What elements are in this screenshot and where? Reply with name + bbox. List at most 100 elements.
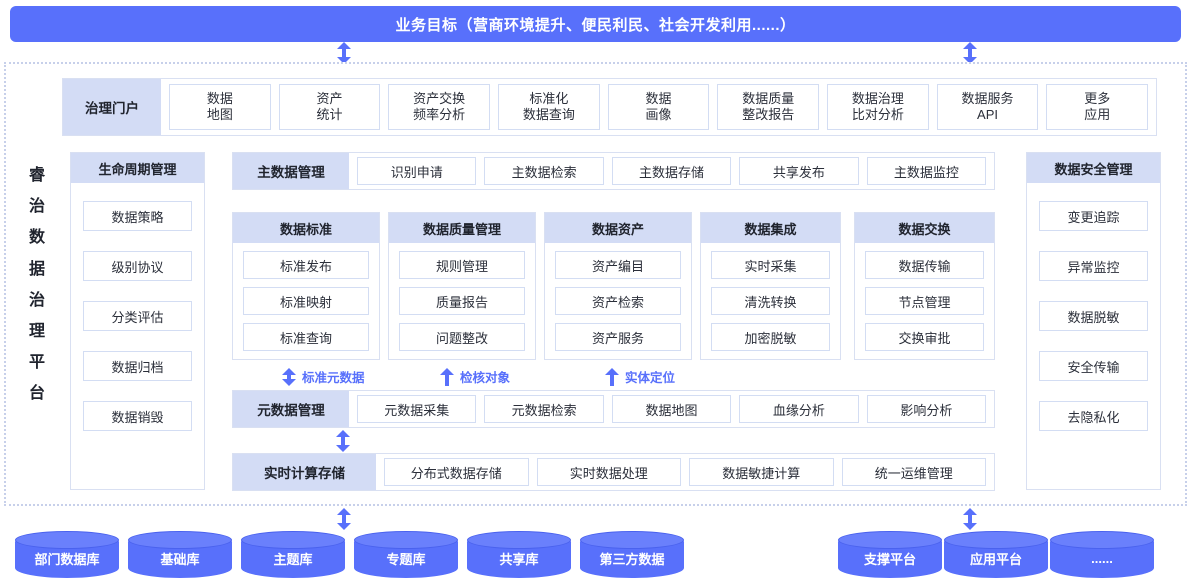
metadata-items: 元数据采集 元数据检索 数据地图 血缘分析 影响分析 [349,391,994,427]
source-db-subject[interactable]: 主题库 [241,531,345,578]
portal-item-data-profile[interactable]: 数据 画像 [607,84,710,130]
lifecycle-item-archive[interactable]: 数据归档 [83,351,192,381]
master-data-items: 识别申请 主数据检索 主数据存储 共享发布 主数据监控 [349,153,994,189]
source-db-label: 主题库 [273,551,313,567]
business-goal-bar: 业务目标（营商环境提升、便民利民、社会开发利用......） [10,6,1181,42]
portal-item-governance-compare[interactable]: 数据治理 比对分析 [827,84,929,130]
column-item-asset-search[interactable]: 资产检索 [555,287,681,315]
vtitle-char: 据 [28,260,45,278]
lifecycle-item-data-strategy[interactable]: 数据策略 [83,201,192,231]
compute-items: 分布式数据存储 实时数据处理 数据敏捷计算 统一运维管理 [376,454,994,490]
vtitle-char: 治 [28,291,45,309]
column-item-realtime-collection[interactable]: 实时采集 [711,251,830,279]
portal-item-data-map[interactable]: 数据 地图 [169,84,271,130]
vtitle-char: 睿 [28,167,45,184]
column-item-data-transfer[interactable]: 数据传输 [865,251,984,279]
arrow-up-icon [605,367,619,386]
lifecycle-head: 生命周期管理 [71,153,204,183]
compute-item-distributed-storage[interactable]: 分布式数据存储 [384,458,529,486]
column-card-data-asset: 数据资产 资产编目 资产检索 资产服务 [544,212,692,360]
column-item-exchange-approval[interactable]: 交换审批 [865,323,984,351]
compute-item-agile-computing[interactable]: 数据敏捷计算 [689,458,834,486]
source-db-third-party[interactable]: 第三方数据 [580,531,684,578]
portal-item-line1: 数据服务 [961,90,1014,106]
portal-item-line1: 数据治理 [851,90,904,106]
master-data-item-storage[interactable]: 主数据存储 [611,157,732,185]
lifecycle-item-destroy[interactable]: 数据销毁 [83,401,192,431]
security-item-change-tracking[interactable]: 变更追踪 [1039,201,1148,231]
master-data-item-share-publish[interactable]: 共享发布 [739,157,859,185]
portal-item-exchange-frequency[interactable]: 资产交换 频率分析 [388,84,491,130]
arrow-label-text: 标准元数据 [302,371,365,385]
column-item-asset-service[interactable]: 资产服务 [555,323,681,351]
vtitle-char: 理 [28,322,45,340]
portal-item-asset-stats[interactable]: 资产 统计 [278,84,381,130]
compute-item-unified-ops[interactable]: 统一运维管理 [841,458,986,486]
column-card-data-quality: 数据质量管理 规则管理 质量报告 问题整改 [388,212,536,360]
platform-vertical-title: 睿 治 数 据 治 理 平 台 [20,160,54,410]
column-item-rule-management[interactable]: 规则管理 [399,251,525,279]
metadata-item-data-map[interactable]: 数据地图 [611,395,732,423]
arrow-metadata-to-compute [336,430,350,452]
source-db-base[interactable]: 基础库 [128,531,232,578]
portal-item-line2: 整改报告 [742,107,795,122]
column-item-clean-transform[interactable]: 清洗转换 [711,287,830,315]
column-items-data-asset: 资产编目 资产检索 资产服务 [545,243,691,359]
portal-item-line2: 应用 [1084,107,1111,122]
platform-label: 应用平台 [969,551,1022,567]
lifecycle-items: 数据策略 级别协议 分类评估 数据归档 数据销毁 [71,183,204,445]
column-head-data-exchange: 数据交换 [855,213,994,243]
portal-item-line2: 地图 [206,107,233,122]
security-item-secure-transfer[interactable]: 安全传输 [1039,351,1148,381]
lifecycle-item-classification[interactable]: 分类评估 [83,301,192,331]
metadata-item-search[interactable]: 元数据检索 [484,395,604,423]
column-item-standard-mapping[interactable]: 标准映射 [243,287,369,315]
master-data-item-identify-apply[interactable]: 识别申请 [357,157,477,185]
master-data-item-monitor[interactable]: 主数据监控 [866,157,987,185]
business-goal-title: 业务目标（营商环境提升、便民利民、社会开发利用......） [395,16,796,34]
source-db-special-topic[interactable]: 专题库 [354,531,458,578]
column-item-asset-catalog[interactable]: 资产编目 [555,251,681,279]
arrow-label-standard-metadata: 标准元数据 [282,367,365,386]
metadata-row: 元数据管理 元数据采集 元数据检索 数据地图 血缘分析 影响分析 [232,390,995,428]
master-data-head: 主数据管理 [233,153,349,189]
portal-item-line2: 频率分析 [413,107,466,122]
security-item-masking[interactable]: 数据脱敏 [1039,301,1148,331]
governance-portal-row: 治理门户 数据 地图 资产 统计 资产交换 频率分析 标准化 数据查询 数据 画… [62,78,1157,136]
arrow-goal-to-platform-right [963,42,977,64]
platform-more[interactable]: ...... [1050,531,1154,578]
column-item-issue-rectification[interactable]: 问题整改 [399,323,525,351]
portal-item-data-service-api[interactable]: 数据服务 API [936,84,1039,130]
source-db-shared[interactable]: 共享库 [467,531,571,578]
column-card-data-integration: 数据集成 实时采集 清洗转换 加密脱敏 [700,212,841,360]
column-item-standard-query[interactable]: 标准查询 [243,323,369,351]
metadata-item-impact[interactable]: 影响分析 [866,395,987,423]
platform-support[interactable]: 支撑平台 [838,531,942,578]
column-head-data-asset: 数据资产 [545,213,691,243]
vtitle-char: 数 [28,229,45,247]
column-item-encrypt-mask[interactable]: 加密脱敏 [711,323,830,351]
column-item-node-management[interactable]: 节点管理 [865,287,984,315]
platform-application[interactable]: 应用平台 [944,531,1048,578]
compute-head: 实时计算存储 [233,454,376,490]
compute-item-realtime-processing[interactable]: 实时数据处理 [536,458,681,486]
portal-item-standard-query[interactable]: 标准化 数据查询 [498,84,600,130]
master-data-item-search[interactable]: 主数据检索 [484,157,604,185]
portal-item-quality-report[interactable]: 数据质量 整改报告 [717,84,820,130]
security-item-anomaly-monitor[interactable]: 异常监控 [1039,251,1148,281]
portal-item-line2: 统计 [316,107,343,122]
column-item-quality-report[interactable]: 质量报告 [399,287,525,315]
column-items-data-integration: 实时采集 清洗转换 加密脱敏 [701,243,840,359]
metadata-item-lineage[interactable]: 血缘分析 [739,395,859,423]
column-item-standard-publish[interactable]: 标准发布 [243,251,369,279]
portal-item-more-apps[interactable]: 更多 应用 [1046,84,1149,130]
vtitle-char: 台 [28,385,45,403]
arrow-label-text: 检核对象 [460,371,511,385]
security-item-deidentification[interactable]: 去隐私化 [1039,401,1148,431]
metadata-head: 元数据管理 [233,391,349,427]
lifecycle-item-sla[interactable]: 级别协议 [83,251,192,281]
source-db-department[interactable]: 部门数据库 [15,531,119,578]
metadata-item-collection[interactable]: 元数据采集 [357,395,477,423]
portal-item-line1: 资产交换 [413,90,466,106]
portal-item-line1: 数据质量 [742,90,795,106]
